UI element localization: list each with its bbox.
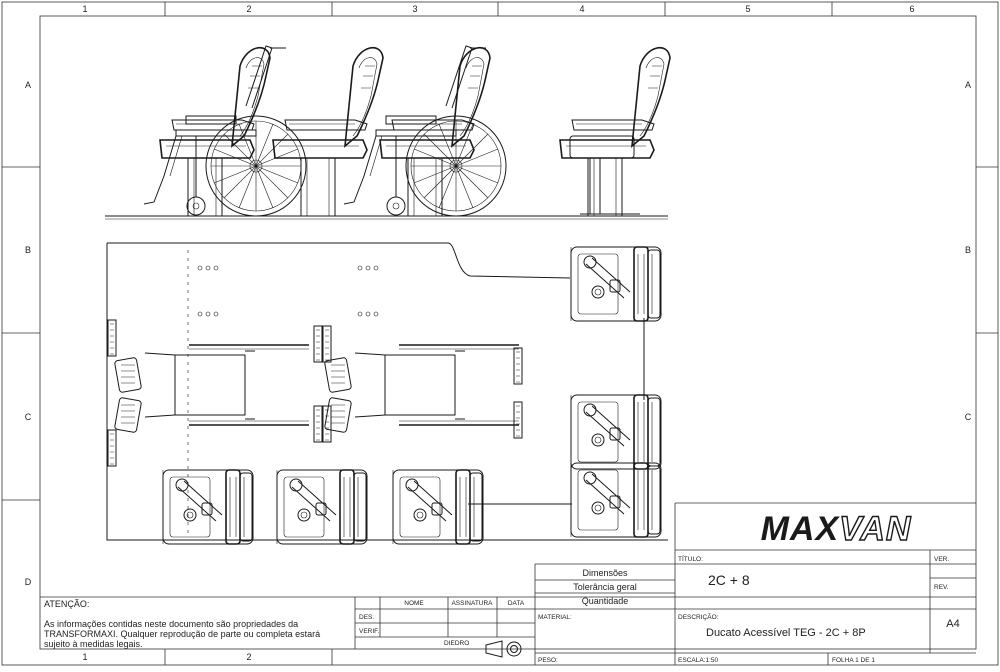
- sheet-size: A4: [946, 618, 959, 630]
- zone-row-labels: A B C D A B C: [25, 80, 972, 587]
- svg-text:1: 1: [82, 4, 87, 14]
- folha-label: FOLHA 1 DE 1: [832, 657, 875, 664]
- dimensoes-label: Dimensões: [582, 568, 628, 578]
- top-seat-4: [570, 246, 662, 322]
- atencao-label: ATENÇÃO:: [44, 599, 89, 609]
- top-seat-5: [570, 394, 662, 470]
- titulo-label: TÍTULO:: [678, 554, 703, 563]
- descricao-value: Ducato Acessível TEG - 2C + 8P: [706, 627, 866, 639]
- svg-text:D: D: [25, 577, 32, 587]
- svg-text:5: 5: [745, 4, 750, 14]
- first-angle-projection-icon: [485, 640, 522, 658]
- material-label: MATERIAL:: [538, 614, 572, 621]
- svg-text:A: A: [25, 80, 31, 90]
- titulo-value: 2C + 8: [708, 572, 750, 588]
- des-label: DES.: [359, 614, 374, 621]
- top-seat-2: [276, 469, 368, 545]
- quantidade-label: Quantidade: [582, 596, 629, 606]
- svg-text:A: A: [965, 80, 971, 90]
- svg-text:2: 2: [246, 652, 251, 662]
- svg-text:B: B: [965, 245, 971, 255]
- side-view: [105, 45, 671, 220]
- svg-text:2: 2: [246, 4, 251, 14]
- svg-text:4: 4: [579, 4, 584, 14]
- side-seat-4: [559, 46, 671, 217]
- anchor-rails: [107, 319, 523, 467]
- assinatura-header: ASSINATURA: [451, 600, 493, 607]
- side-wheelchair-1: [143, 45, 307, 217]
- escala-label: ESCALA:1:50: [678, 657, 718, 664]
- top-seat-3: [392, 469, 484, 545]
- atencao-line-1: As informações contidas neste documento …: [44, 619, 298, 629]
- nome-header: NOME: [404, 600, 424, 607]
- diedro-label: DIEDRO: [444, 640, 469, 647]
- top-wheelchair-1: [113, 344, 310, 434]
- side-wheelchair-2: [343, 45, 507, 217]
- svg-text:C: C: [965, 412, 972, 422]
- zone-column-labels: 1 2 3 4 5 6 1 2: [82, 4, 914, 662]
- atencao-line-2: TRANSFORMAXI. Qualquer reprodução de par…: [44, 629, 320, 639]
- svg-text:C: C: [25, 412, 32, 422]
- data-header: DATA: [508, 600, 525, 607]
- svg-text:1: 1: [82, 652, 87, 662]
- descricao-label: DESCRIÇÃO:: [678, 612, 719, 621]
- brand-logo: MAXVAN: [761, 510, 912, 548]
- atencao-line-3: sujeito à medidas legais.: [44, 639, 143, 649]
- top-seat-6: [570, 462, 662, 538]
- floor-plan: [106, 242, 668, 545]
- verif-label: VERIF.: [359, 628, 379, 635]
- svg-text:6: 6: [909, 4, 914, 14]
- tolerancia-label: Tolerância geral: [573, 582, 637, 592]
- peso-label: PESO:: [538, 657, 558, 664]
- rev-label: REV.: [934, 584, 949, 591]
- title-block: MAXVAN TÍTULO: 2C + 8 VER. REV. DESCRIÇÃ…: [40, 502, 976, 665]
- top-seat-1: [162, 469, 254, 545]
- svg-text:3: 3: [412, 4, 417, 14]
- svg-text:B: B: [25, 245, 31, 255]
- ver-label: VER.: [934, 556, 949, 563]
- floor-anchor-holes: [197, 265, 379, 317]
- inner-frame: [39, 15, 977, 650]
- top-wheelchair-2: [323, 344, 520, 434]
- side-seat-2: [272, 46, 384, 217]
